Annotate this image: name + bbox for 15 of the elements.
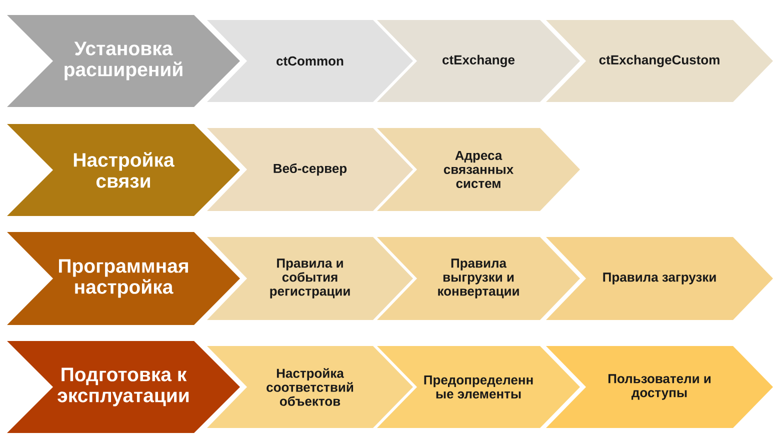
- process-step: Предопределенн ые элементы: [377, 346, 580, 428]
- process-step: Правила и события регистрации: [207, 237, 413, 320]
- process-step: Настройка соответствий объектов: [207, 346, 413, 428]
- process-step: Правила загрузки: [546, 237, 773, 320]
- phase-heading: Подготовка к эксплуатации: [7, 341, 240, 433]
- phase-heading: Настройка связи: [7, 124, 240, 216]
- phase-heading: Установка расширений: [7, 15, 240, 107]
- process-step: ctCommon: [207, 20, 413, 102]
- phase-heading: Программная настройка: [7, 232, 240, 325]
- process-step: Правила выгрузки и конвертации: [377, 237, 580, 320]
- process-step: Пользователи и доступы: [546, 346, 773, 428]
- process-step: Адреса связанных систем: [377, 128, 580, 211]
- process-step: ctExchange: [377, 20, 580, 102]
- process-step: Веб-сервер: [207, 128, 413, 211]
- process-step: ctExchangeCustom: [546, 20, 773, 102]
